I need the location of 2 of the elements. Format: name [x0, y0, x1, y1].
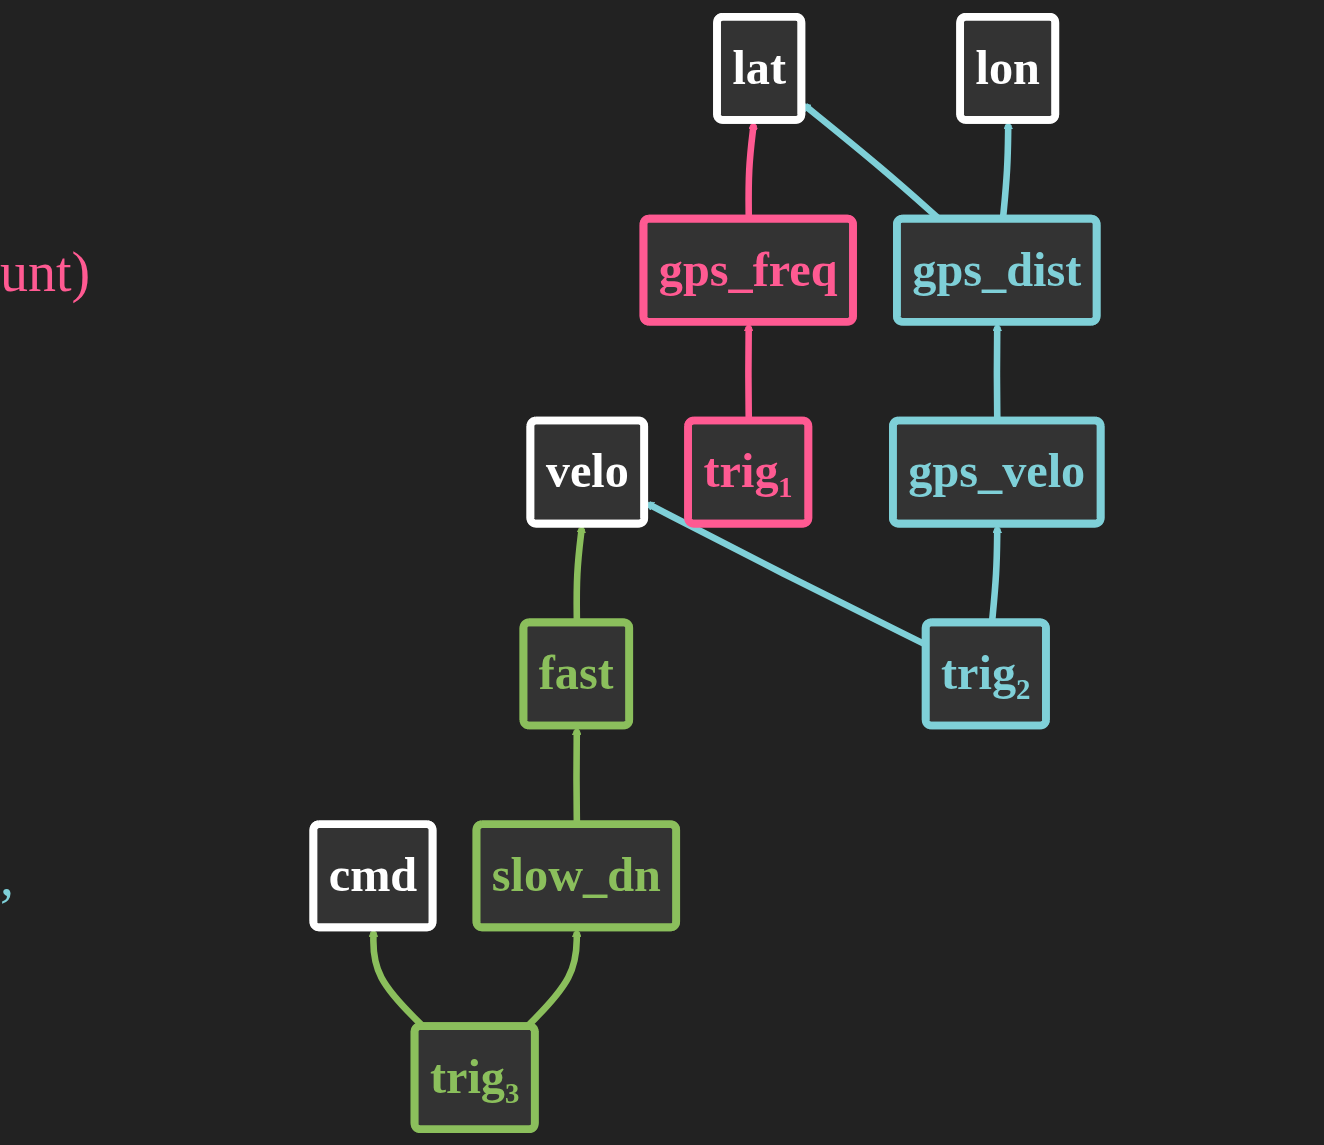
note-text: ,	[0, 844, 14, 908]
note-text: unt)	[0, 240, 91, 304]
